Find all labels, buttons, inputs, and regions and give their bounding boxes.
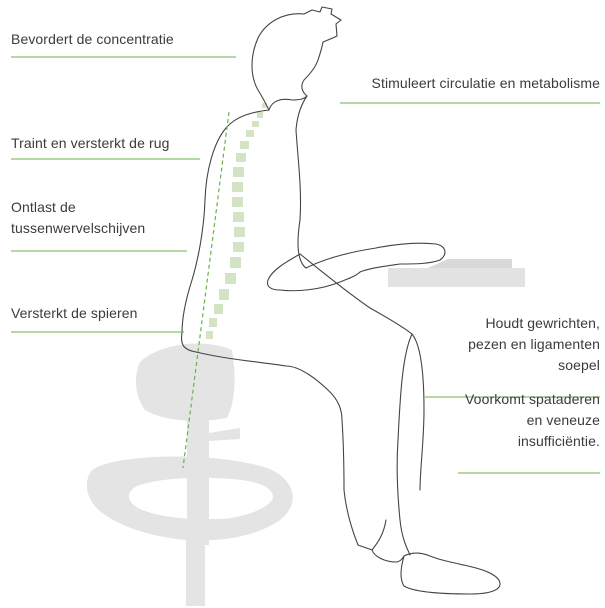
label-circulation: Stimuleert circulatie en metabolisme bbox=[372, 73, 600, 94]
desk-icon bbox=[388, 259, 525, 287]
person-outline-icon bbox=[182, 7, 500, 594]
stool-icon bbox=[87, 344, 293, 606]
label-muscles: Versterkt de spieren bbox=[11, 303, 138, 324]
spine-icon bbox=[206, 103, 267, 339]
label-joints: Houdt gewrichten, pezen en ligamenten so… bbox=[468, 313, 600, 376]
label-concentration: Bevordert de concentratie bbox=[11, 29, 174, 50]
label-back: Traint en versterkt de rug bbox=[11, 133, 169, 154]
label-discs: Ontlast de tussenwervelschijven bbox=[11, 197, 145, 239]
label-veins: Voorkomt spataderen en veneuze insuffici… bbox=[465, 389, 600, 452]
